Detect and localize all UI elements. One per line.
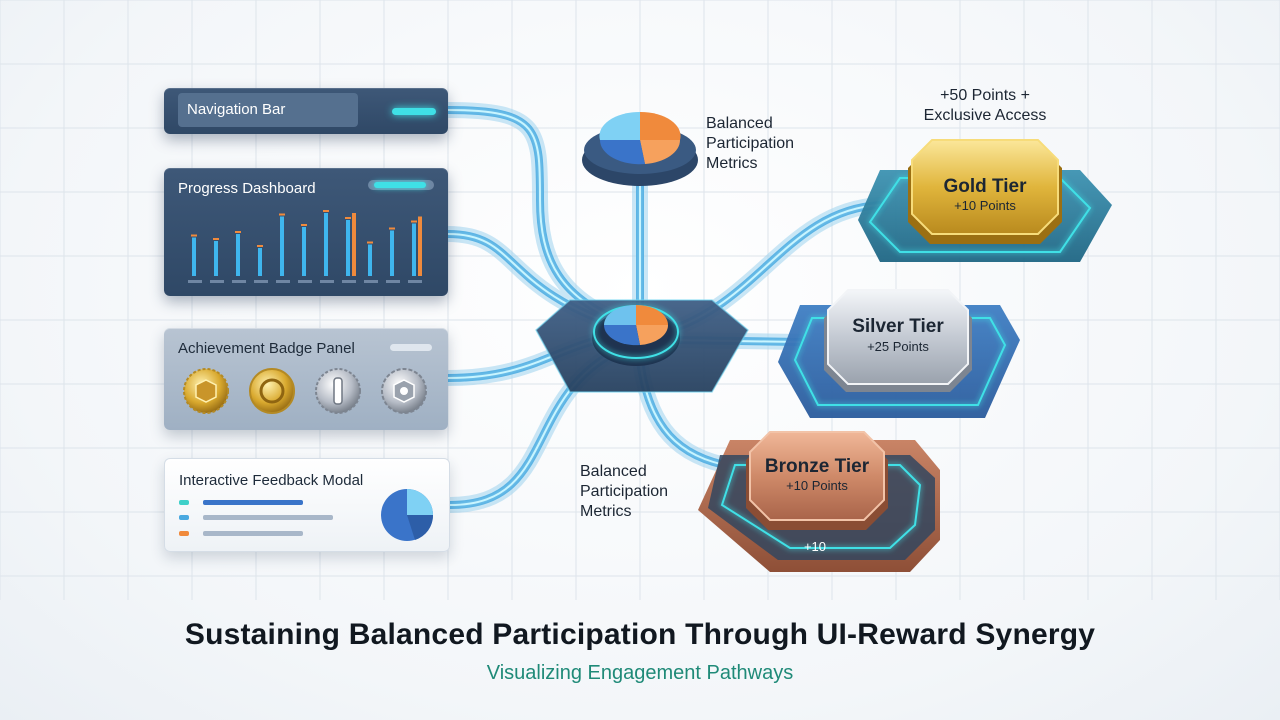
progress-dashboard-panel: Progress Dashboard [164, 168, 448, 296]
gold-hex-badge-icon [183, 368, 229, 414]
main-title: Sustaining Balanced Participation Throug… [184, 618, 1096, 651]
top-metrics-disk [582, 111, 698, 186]
dashboard-bar-accent [352, 213, 356, 276]
hub-pie-chart-icon [603, 305, 669, 346]
dashboard-bar [390, 230, 394, 276]
dashboard-bar [324, 213, 328, 276]
dashboard-bar-cap [389, 227, 395, 230]
dashboard-bar-cap [213, 238, 219, 240]
dashboard-bar-cap [235, 231, 241, 233]
dashboard-bar [302, 227, 306, 276]
dashboard-bar-cap [279, 213, 285, 216]
central-hub [535, 299, 749, 393]
dashboard-bar-base [364, 280, 378, 283]
silver-tier: Silver Tier +25 Points [778, 289, 1020, 418]
dashboard-bar [368, 244, 372, 276]
dashboard-bar-base [342, 280, 356, 283]
dashboard-bar-base [210, 280, 224, 283]
silver-tier-name: Silver Tier [852, 316, 944, 337]
dashboard-bar-cap [345, 217, 351, 219]
dashboard-bar-cap [323, 210, 329, 212]
progress-bar-chart [188, 210, 422, 283]
dashboard-bar [258, 248, 262, 276]
achievement-badge-panel-title: Achievement Badge Panel [178, 340, 355, 357]
metrics-note-top: Balanced Participation Metrics [706, 115, 795, 172]
dashboard-bar-cap [301, 224, 307, 226]
progress-dashboard-title: Progress Dashboard [178, 180, 316, 197]
navigation-bar-title: Navigation Bar [178, 93, 358, 127]
achievement-badge-panel-indicator [390, 344, 432, 351]
dashboard-bar-base [320, 280, 334, 283]
progress-dashboard-indicator [368, 180, 434, 190]
dashboard-bar-base [232, 280, 246, 283]
feedback-list [179, 489, 434, 541]
dashboard-bar-base [408, 280, 422, 283]
silver-bar-badge-icon [315, 368, 361, 414]
silver-gear-badge-icon [381, 368, 427, 414]
dashboard-bar-base [386, 280, 400, 283]
subtitle: Visualizing Engagement Pathways [486, 662, 794, 684]
interactive-feedback-modal-title: Interactive Feedback Modal [179, 472, 364, 489]
dashboard-bar [214, 241, 218, 276]
interactive-feedback-modal-panel: Interactive Feedback Modal [164, 458, 450, 552]
achievement-badge-panel: Achievement Badge Panel [164, 328, 448, 430]
silver-tier-points: +25 Points [867, 339, 929, 354]
gold-tier-points: +10 Points [954, 198, 1016, 213]
dashboard-bar [280, 216, 284, 276]
dashboard-bar-cap [191, 234, 197, 237]
feedback-pie-chart-icon [381, 489, 434, 541]
dashboard-bar-accent [418, 216, 422, 276]
gold-tier-name: Gold Tier [943, 176, 1027, 197]
bronze-tier-name: Bronze Tier [765, 456, 870, 477]
gold-ring-badge-icon [249, 368, 295, 414]
gold-bonus-note: +50 Points + Exclusive Access [923, 87, 1047, 124]
bronze-tier-base-label: +10 [804, 539, 826, 554]
metrics-note-bottom: Balanced Participation Metrics [580, 463, 669, 520]
gold-tier: Gold Tier +10 Points [858, 139, 1112, 262]
dashboard-bar [236, 234, 240, 276]
bronze-tier: Bronze Tier +10 Points +10 [698, 431, 940, 572]
navigation-bar-panel: Navigation Bar [164, 88, 448, 134]
dashboard-bar-base [298, 280, 312, 283]
navigation-bar-indicator [392, 108, 436, 115]
top-pie-chart-icon [599, 111, 681, 165]
badge-row [183, 368, 427, 414]
dashboard-bar-cap [411, 220, 417, 223]
dashboard-bar-cap [367, 241, 373, 244]
dashboard-bar [346, 220, 350, 276]
bronze-tier-points: +10 Points [786, 478, 848, 493]
dashboard-bar-base [276, 280, 290, 283]
dashboard-bar-base [254, 280, 268, 283]
dashboard-bar [412, 223, 416, 276]
dashboard-bar [192, 237, 196, 276]
dashboard-bar-cap [257, 245, 263, 247]
dashboard-bar-base [188, 280, 202, 283]
